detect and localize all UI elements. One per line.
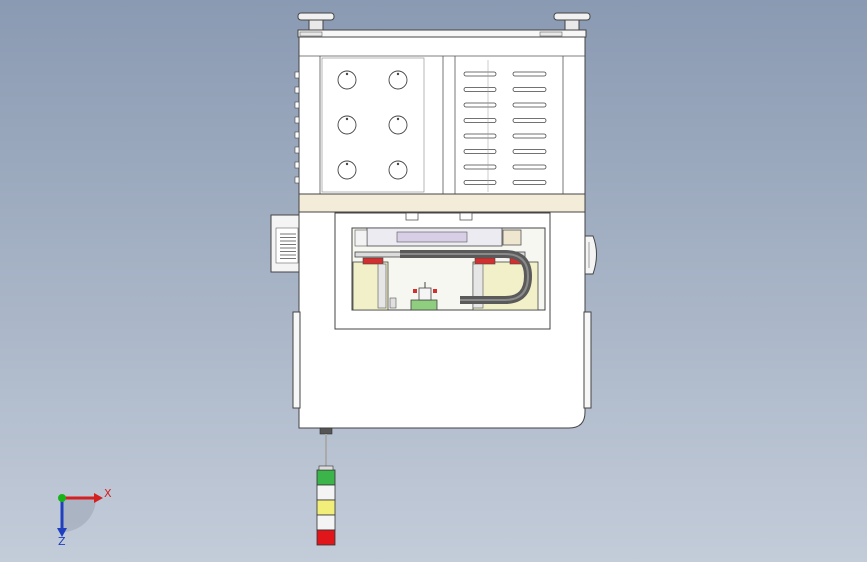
hole-mark [396, 72, 400, 76]
vent-slot [512, 133, 547, 139]
fixture-plate-inner [396, 231, 468, 243]
side-connector-left[interactable] [270, 214, 302, 273]
z-axis-label: Z [58, 535, 66, 548]
window-tab-left [405, 212, 419, 221]
vent-slot [512, 118, 547, 123]
side-rib [294, 101, 300, 109]
lower-side-flange-left [292, 311, 301, 409]
side-rib [294, 71, 300, 79]
mounting-hole [388, 160, 408, 180]
hole-mark [396, 117, 400, 121]
cable-carrier-highlight [400, 253, 530, 301]
vent-slot [512, 102, 547, 108]
x-axis-label: X [104, 487, 112, 500]
window-tab-right [459, 212, 473, 221]
side-ribs [294, 71, 300, 184]
z-axis-arrow-icon [57, 528, 67, 537]
vent-slots [463, 60, 547, 192]
x-axis-arrow-icon [94, 493, 103, 503]
signal-tower-segment-red [316, 529, 336, 546]
mounting-holes [337, 70, 408, 180]
fixture-bracket-left [354, 229, 368, 247]
hole-mark [345, 72, 349, 76]
lower-side-flange-right [583, 311, 592, 409]
vent-slot [512, 87, 547, 92]
mounting-hole [337, 70, 357, 90]
hole-mark [345, 162, 349, 166]
center-probe[interactable] [410, 282, 438, 311]
base-stop-left [389, 297, 397, 309]
top-knob-right[interactable] [553, 12, 591, 31]
hole-mark [396, 162, 400, 166]
side-rib [294, 161, 300, 169]
triad-backdrop [62, 498, 96, 532]
vent-slot [512, 71, 547, 77]
hole-mark [345, 117, 349, 121]
side-rib [294, 116, 300, 124]
mounting-hole [388, 115, 408, 135]
side-connector-right[interactable] [584, 235, 597, 275]
signal-tower-cap [318, 465, 334, 471]
side-rib [294, 176, 300, 184]
mounting-hole [388, 70, 408, 90]
mounting-hole [337, 115, 357, 135]
left-panel-frame [321, 57, 425, 193]
side-rib [294, 86, 300, 94]
side-rib [294, 146, 300, 154]
carriage-left[interactable] [352, 257, 389, 311]
vent-slot [512, 149, 547, 154]
mounting-hole [337, 160, 357, 180]
signal-tower[interactable] [316, 465, 336, 546]
y-axis-origin-icon [58, 494, 66, 502]
top-cap-right-block [539, 31, 563, 37]
top-cap-left-block [299, 31, 323, 37]
fixture-bracket-right [502, 229, 522, 246]
vent-slot [512, 180, 547, 185]
side-rib [294, 131, 300, 139]
vent-slot [512, 164, 547, 170]
